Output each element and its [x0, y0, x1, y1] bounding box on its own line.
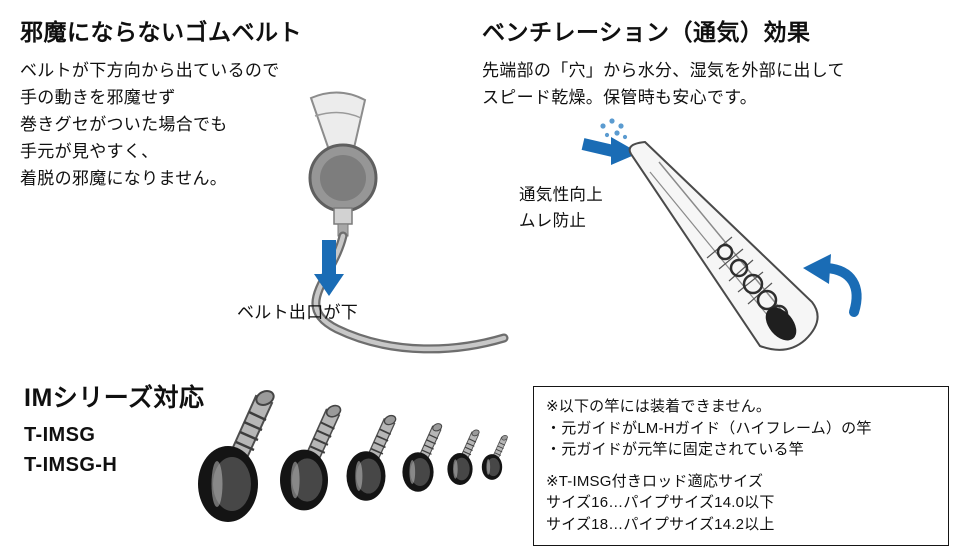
device-end-cap — [765, 307, 797, 341]
belt-body-line: 巻きグセがついた場合でも — [20, 115, 228, 134]
belt-body-line: 着脱の邪魔になりません。 — [20, 169, 228, 188]
note-line: サイズ18…パイプサイズ14.2以上 — [546, 515, 775, 533]
ventilation-device-illustration — [581, 118, 862, 351]
vent-body-line: スピード乾燥。保管時も安心です。 — [482, 88, 758, 107]
down-arrow-icon — [314, 240, 344, 296]
rod-guide — [280, 404, 342, 511]
rubber-belt-highlight — [313, 233, 507, 352]
im-series-title: IMシリーズ対応 — [24, 384, 205, 412]
note-line: サイズ16…パイプサイズ14.0以下 — [546, 494, 775, 511]
belt-exit-caption: ベルト出口が下 — [237, 303, 359, 322]
device-slot-line-2 — [649, 171, 774, 323]
belt-body-line: 手元が見やすく、 — [20, 142, 159, 161]
ventilation-annotation: 通気性向上 ムレ防止 — [519, 182, 603, 234]
vent-body-line: 先端部の「穴」から水分、湿気を外部に出して — [482, 61, 845, 80]
rod-guide — [447, 429, 480, 485]
spray-icon — [600, 118, 628, 140]
note-line: ・元ガイドが元竿に固定されている竿 — [546, 441, 804, 458]
rod-guide — [198, 390, 275, 522]
rod-guide — [402, 423, 443, 492]
note-line — [546, 461, 936, 471]
airflow-in-arrow-icon — [581, 137, 639, 165]
belt-body-line: 手の動きを邪魔せず — [20, 88, 176, 107]
device-top-cover-line — [314, 111, 362, 119]
belt-reel-inner — [320, 155, 366, 201]
note-line: ・元ガイドがLM-Hガイド（ハイフレーム）の竿 — [546, 419, 872, 437]
note-line: ※T-IMSG付きロッド適応サイズ — [546, 472, 764, 490]
annotation-line: 通気性向上 — [519, 186, 603, 204]
ventilation-section-title: ベンチレーション（通気）効果 — [482, 19, 811, 45]
annotation-line: ムレ防止 — [519, 212, 587, 230]
belt-section-body: ベルトが下方向から出ているので 手の動きを邪魔せず 巻きグセがついた場合でも 手… — [20, 57, 280, 192]
belt-device-illustration — [308, 91, 509, 354]
device-top-cover — [309, 91, 367, 154]
rod-guide — [481, 435, 508, 480]
im-series-models: T-IMSG T-IMSG-H — [24, 420, 117, 480]
rod-guide — [346, 414, 397, 501]
belt-outlet — [333, 207, 353, 225]
model-name: T-IMSG — [24, 424, 96, 446]
belt-body-line: ベルトが下方向から出ているので — [20, 61, 280, 80]
ventilation-section-body: 先端部の「穴」から水分、湿気を外部に出して スピード乾燥。保管時も安心です。 — [482, 57, 845, 111]
note-line: ※以下の竿には装着できません。 — [546, 398, 772, 415]
airflow-out-arrow-icon — [803, 254, 862, 317]
belt-section-title: 邪魔にならないゴムベルト — [20, 19, 302, 45]
notes-box: ※以下の竿には装着できません。 ・元ガイドがLM-Hガイド（ハイフレーム）の竿 … — [533, 386, 949, 546]
rod-guides-illustration — [198, 390, 508, 522]
inner-guides — [706, 236, 789, 324]
model-name: T-IMSG-H — [24, 454, 118, 476]
